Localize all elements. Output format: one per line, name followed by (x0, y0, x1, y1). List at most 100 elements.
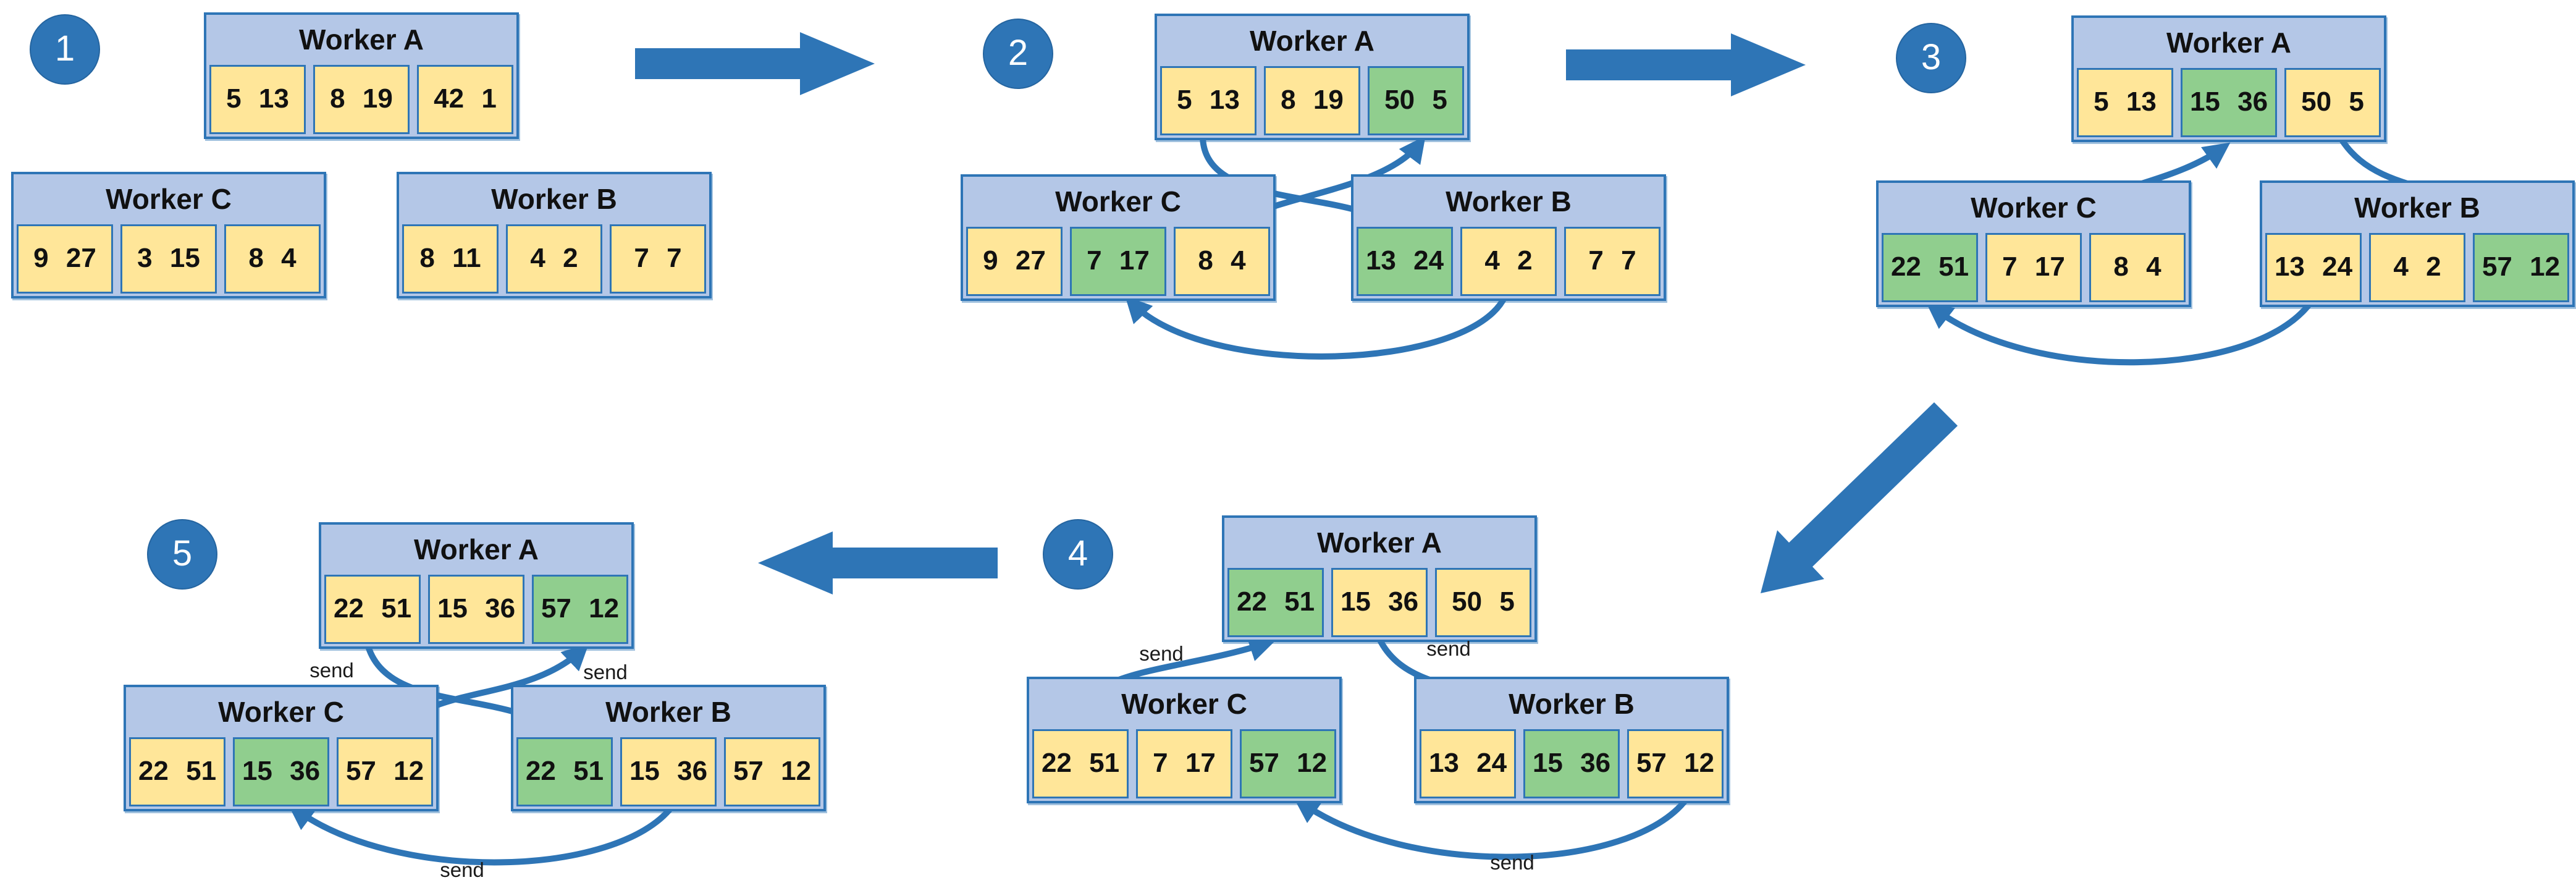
chunk-cell-2: 15 36 (620, 737, 717, 806)
chunk-cell-2: 4 2 (2369, 233, 2465, 302)
worker-title: Worker B (2354, 192, 2480, 224)
chunk-cell-3: 8 4 (224, 224, 321, 294)
chunk-cell-2-received: 15 36 (233, 737, 329, 806)
worker-title: Worker A (2166, 27, 2291, 59)
chunk-cell-2: 7 17 (1985, 233, 2082, 302)
chunk-cell-3: 57 12 (337, 737, 433, 806)
chunk-cell-3-received: 57 12 (532, 575, 628, 644)
step-badge-5: 5 (147, 519, 217, 590)
chunk-cell-3: 8 4 (2089, 233, 2186, 302)
chunk-cell-2: 4 2 (1460, 227, 1557, 296)
worker-title: Worker C (106, 183, 232, 215)
worker-title: Worker A (1317, 527, 1442, 559)
chunk-cell-3: 57 12 (724, 737, 820, 806)
worker-title: Worker C (1055, 185, 1181, 218)
chunk-cell-1-received: 22 51 (1227, 568, 1324, 637)
worker-title: Worker A (414, 533, 539, 565)
chunk-cell-2: 7 17 (1136, 729, 1232, 798)
chunk-cell-3-received: 50 5 (1368, 66, 1464, 135)
chunk-cell-2-received: 15 36 (1523, 729, 1620, 798)
worker-title: Worker C (218, 696, 344, 728)
step-badge-1: 1 (30, 14, 100, 85)
chunk-cell-3: 42 1 (417, 65, 513, 134)
chunk-cell-1-received: 22 51 (516, 737, 613, 806)
chunk-cell-3-received: 57 12 (2473, 233, 2569, 302)
send-label: send (583, 661, 628, 683)
chunk-cell-1: 5 13 (209, 65, 306, 134)
block-arrow-step3-to-step4 (1761, 402, 1958, 593)
chunk-cell-3: 7 7 (610, 224, 706, 294)
chunk-cell-3: 50 5 (2284, 68, 2381, 137)
chunk-cell-3-received: 57 12 (1240, 729, 1336, 798)
flow-arrow-step3-b-to-c (1926, 300, 2313, 366)
step-badge-2: 2 (983, 19, 1053, 89)
chunk-cell-1-received: 13 24 (1357, 227, 1453, 296)
chunk-cell-3: 57 12 (1627, 729, 1724, 798)
chunk-cell-2-received: 15 36 (2181, 68, 2277, 137)
send-label: send (1426, 637, 1471, 660)
block-arrow-step4-to-step5 (758, 531, 998, 594)
step-badge-number: 2 (1008, 33, 1029, 73)
chunk-cell-1: 5 13 (2077, 68, 2173, 137)
chunk-cell-2-received: 7 17 (1070, 227, 1166, 296)
chunk-cell-2: 15 36 (1331, 568, 1428, 637)
chunk-cell-2: 8 19 (313, 65, 410, 134)
chunk-cell-1: 13 24 (2265, 233, 2362, 302)
worker-title: Worker C (1971, 192, 2097, 224)
step-badge-number: 3 (1921, 37, 1942, 77)
worker-title: Worker B (605, 696, 731, 728)
send-label: send (309, 659, 354, 682)
flow-arrow-step4-b-to-c (1293, 796, 1690, 860)
send-label: send (440, 858, 484, 880)
chunk-cell-1: 13 24 (1420, 729, 1516, 798)
chunk-cell-1: 22 51 (129, 737, 225, 806)
send-label: send (1139, 642, 1184, 665)
chunk-cell-1: 9 27 (17, 224, 113, 294)
worker-title: Worker B (1446, 185, 1572, 218)
chunk-cell-1: 22 51 (324, 575, 421, 644)
worker-title: Worker B (1509, 688, 1635, 720)
flow-arrow-step5-b-to-c (287, 803, 675, 866)
chunk-cell-1: 22 51 (1032, 729, 1129, 798)
chunk-cell-2: 4 2 (506, 224, 602, 294)
worker-title: Worker B (491, 183, 617, 215)
step-badge-4: 4 (1043, 519, 1113, 590)
worker-title: Worker C (1121, 688, 1247, 720)
chunk-cell-2: 8 19 (1264, 66, 1360, 135)
chunk-cell-3: 50 5 (1435, 568, 1531, 637)
chunk-cell-1-received: 22 51 (1882, 233, 1978, 302)
chunk-cell-1: 9 27 (966, 227, 1063, 296)
step-badge-3: 3 (1896, 23, 1966, 93)
chunk-cell-3: 8 4 (1174, 227, 1270, 296)
chunk-cell-1: 5 13 (1160, 66, 1256, 135)
worker-title: Worker A (299, 23, 424, 56)
send-label: send (1490, 851, 1534, 874)
